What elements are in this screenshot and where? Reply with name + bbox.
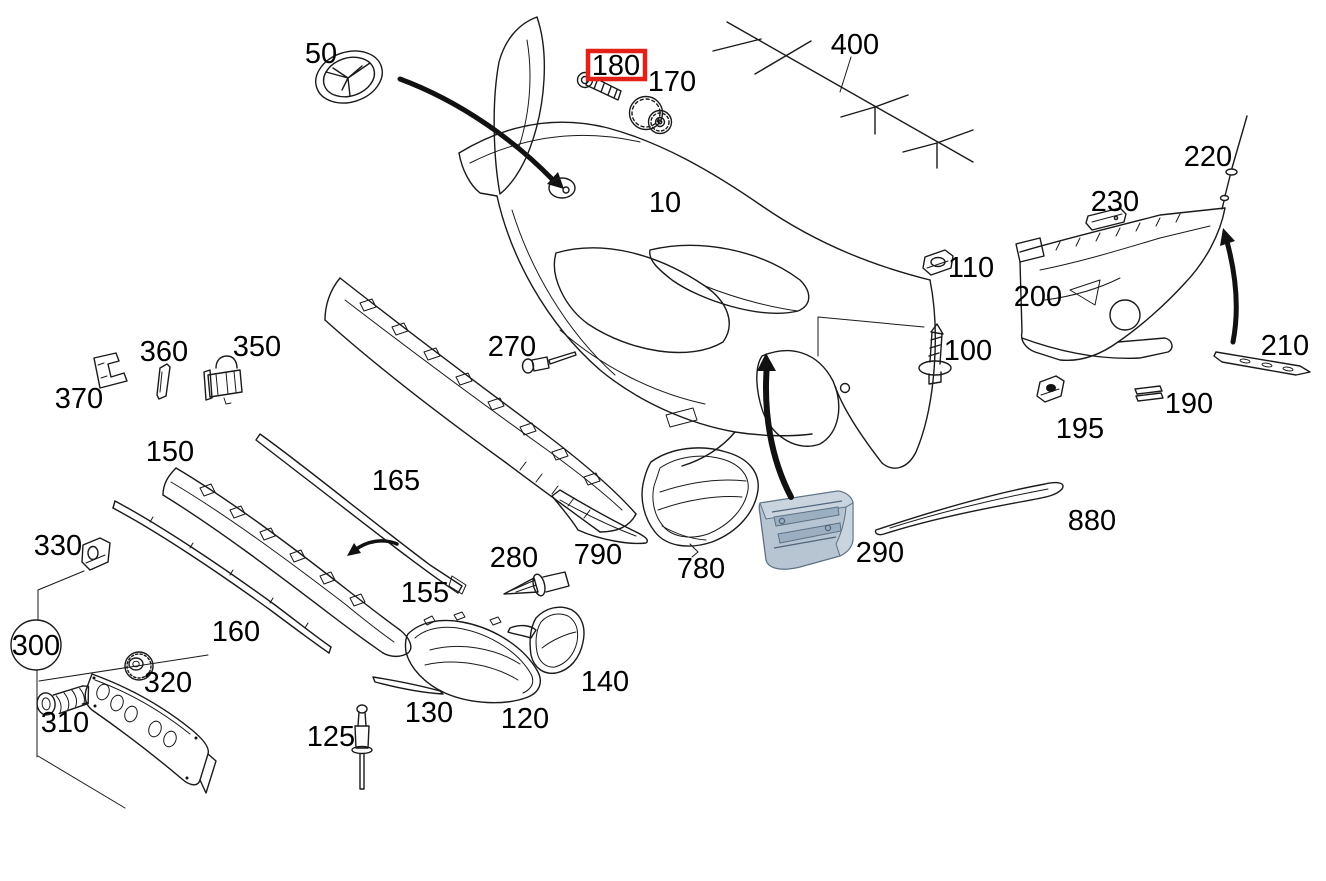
license-plate-pad-drawing xyxy=(758,490,854,570)
trim-install-arrow xyxy=(347,539,399,556)
part-labels: 50 180 170 400 10 110 220 230 200 100 21… xyxy=(12,29,1309,753)
part-label-200[interactable]: 200 xyxy=(1014,281,1062,313)
trim-strip-880-drawing xyxy=(874,481,1064,536)
grille-support-165-drawing xyxy=(324,277,637,533)
part-label-290[interactable]: 290 xyxy=(856,537,904,569)
trim-bar-155-drawing xyxy=(255,433,467,595)
part-label-150[interactable]: 150 xyxy=(146,436,194,468)
bracket-190-drawing xyxy=(1134,385,1164,402)
part-label-280[interactable]: 280 xyxy=(490,542,538,574)
part-label-230[interactable]: 230 xyxy=(1091,186,1139,218)
trim-strip-160-drawing xyxy=(112,500,332,654)
wiring-harness-drawing xyxy=(712,21,974,169)
mounting-strip-210-drawing xyxy=(1213,351,1311,376)
expansion-pin-drawing xyxy=(1219,115,1248,210)
part-label-790[interactable]: 790 xyxy=(574,539,622,571)
part-label-160[interactable]: 160 xyxy=(212,616,260,648)
emblem-install-arrow xyxy=(397,76,564,189)
part-label-310[interactable]: 310 xyxy=(41,707,89,739)
highlighted-part-callout xyxy=(585,48,648,82)
part-label-100[interactable]: 100 xyxy=(944,335,992,367)
part-label-155[interactable]: 155 xyxy=(401,577,449,609)
holder-370-drawing xyxy=(93,352,128,389)
star-emblem-drawing xyxy=(315,50,383,104)
part-label-190[interactable]: 190 xyxy=(1165,388,1213,420)
highlight-box xyxy=(585,48,648,82)
pad-install-arrow xyxy=(757,353,794,500)
part-label-880[interactable]: 880 xyxy=(1068,505,1116,537)
part-label-350[interactable]: 350 xyxy=(233,331,281,363)
part-label-110[interactable]: 110 xyxy=(948,252,994,284)
part-label-180[interactable]: 180 xyxy=(592,50,640,82)
lower-support-790-drawing xyxy=(551,489,649,545)
part-label-300[interactable]: 300 xyxy=(12,630,60,662)
part-label-130[interactable]: 130 xyxy=(405,697,453,729)
part-label-370[interactable]: 370 xyxy=(55,383,103,415)
park-sensor-350-drawing xyxy=(203,355,243,405)
plug-280-drawing xyxy=(503,571,570,597)
part-label-360[interactable]: 360 xyxy=(140,336,188,368)
grille-trim-150-drawing xyxy=(162,467,412,658)
part-label-320[interactable]: 320 xyxy=(144,667,192,699)
part-label-50[interactable]: 50 xyxy=(305,38,337,70)
part-label-330[interactable]: 330 xyxy=(34,530,82,562)
part-label-400[interactable]: 400 xyxy=(831,29,879,61)
bumper-cover-drawing xyxy=(458,16,936,469)
air-inlet-grille-left-drawing xyxy=(404,611,541,704)
part-label-780[interactable]: 780 xyxy=(677,553,725,585)
license-plate-bracket-drawing xyxy=(84,673,217,794)
air-inlet-grille-right-drawing xyxy=(641,447,759,558)
part-label-125[interactable]: 125 xyxy=(307,721,355,753)
screw-100-drawing xyxy=(817,316,952,385)
rivet-125-drawing xyxy=(351,704,373,790)
leader-line-400 xyxy=(839,56,852,93)
part-label-220[interactable]: 220 xyxy=(1184,141,1232,173)
part-label-140[interactable]: 140 xyxy=(581,666,629,698)
part-label-170[interactable]: 170 xyxy=(648,66,696,98)
part-label-165[interactable]: 165 xyxy=(372,465,420,497)
plate-grommet-320-drawing xyxy=(124,651,154,681)
strip-install-arrow xyxy=(1220,228,1239,345)
part-label-270[interactable]: 270 xyxy=(488,331,536,363)
strip-130-drawing xyxy=(372,676,444,695)
air-inlet-frame-drawing xyxy=(507,606,585,675)
clip-195-drawing xyxy=(1036,375,1065,403)
part-label-210[interactable]: 210 xyxy=(1261,330,1309,362)
spacer-360-drawing xyxy=(156,363,171,400)
kit-group-lines xyxy=(10,570,209,809)
rivet-270-drawing xyxy=(521,351,577,374)
plate-screw-310-drawing xyxy=(36,685,90,716)
part-label-10[interactable]: 10 xyxy=(649,187,681,219)
side-bracket-200-drawing xyxy=(1015,207,1226,362)
retainer-wheel-drawing xyxy=(628,95,673,135)
clip-nut-110-drawing xyxy=(922,249,954,276)
part-label-120[interactable]: 120 xyxy=(501,703,549,735)
clip-nut-330-drawing xyxy=(81,537,111,571)
bracket-230-drawing xyxy=(1085,207,1127,231)
part-label-195[interactable]: 195 xyxy=(1056,413,1104,445)
